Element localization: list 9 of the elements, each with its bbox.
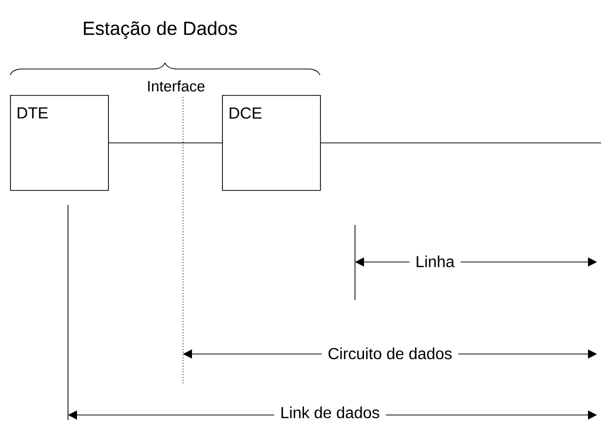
- device-box: DCE: [222, 95, 321, 191]
- label-text: Estação de Dados: [84, 21, 237, 39]
- label-text: Circuito de dados: [322, 344, 458, 363]
- label-text: Linha: [409, 252, 461, 271]
- label-text: Interface: [146, 80, 206, 92]
- device-box: DTE: [10, 95, 109, 191]
- connection-line: [108, 142, 222, 144]
- connection-line: [320, 142, 601, 144]
- label-text: Link de dados: [274, 403, 386, 422]
